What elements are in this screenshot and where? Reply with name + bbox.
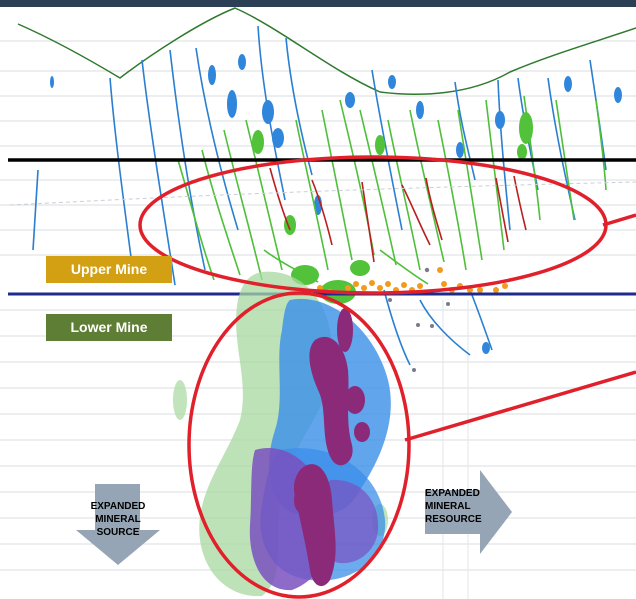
grey-scatter-dots	[388, 267, 450, 372]
expanded-mineral-resource-text: EXPANDED MINERAL RESOURCE	[425, 487, 505, 526]
expanded-mineral-source-text: EXPANDED MINERAL SOURCE	[78, 500, 158, 539]
magenta-cores	[293, 308, 370, 587]
top-bar	[0, 0, 636, 7]
green-shell-lobe	[173, 380, 187, 420]
down-arrow-text-line: EXPANDED	[90, 501, 146, 512]
right-arrow	[425, 470, 512, 554]
lower-mine-label: Lower Mine	[46, 314, 172, 341]
right-arrow-text-line: EXPANDED	[425, 488, 480, 499]
down-arrow-text-line: MINERAL	[95, 514, 141, 525]
dashed-level-trace	[9, 181, 636, 206]
lower-callout-line	[404, 370, 636, 442]
upper-callout-line	[602, 213, 636, 227]
right-arrow-text-line: RESOURCE	[425, 514, 482, 525]
lower-highlight-ellipse	[187, 291, 411, 599]
topography-line	[17, 7, 636, 95]
blue-vein-pods	[50, 54, 622, 354]
green-veins	[177, 95, 607, 285]
upper-highlight-ellipse	[138, 155, 608, 295]
right-arrow-text-line: MINERAL	[425, 501, 471, 512]
vertical-guides	[442, 300, 469, 599]
down-arrow	[76, 484, 160, 565]
upper-mine-label: Upper Mine	[46, 256, 172, 283]
down-arrow-text-line: SOURCE	[96, 527, 140, 538]
